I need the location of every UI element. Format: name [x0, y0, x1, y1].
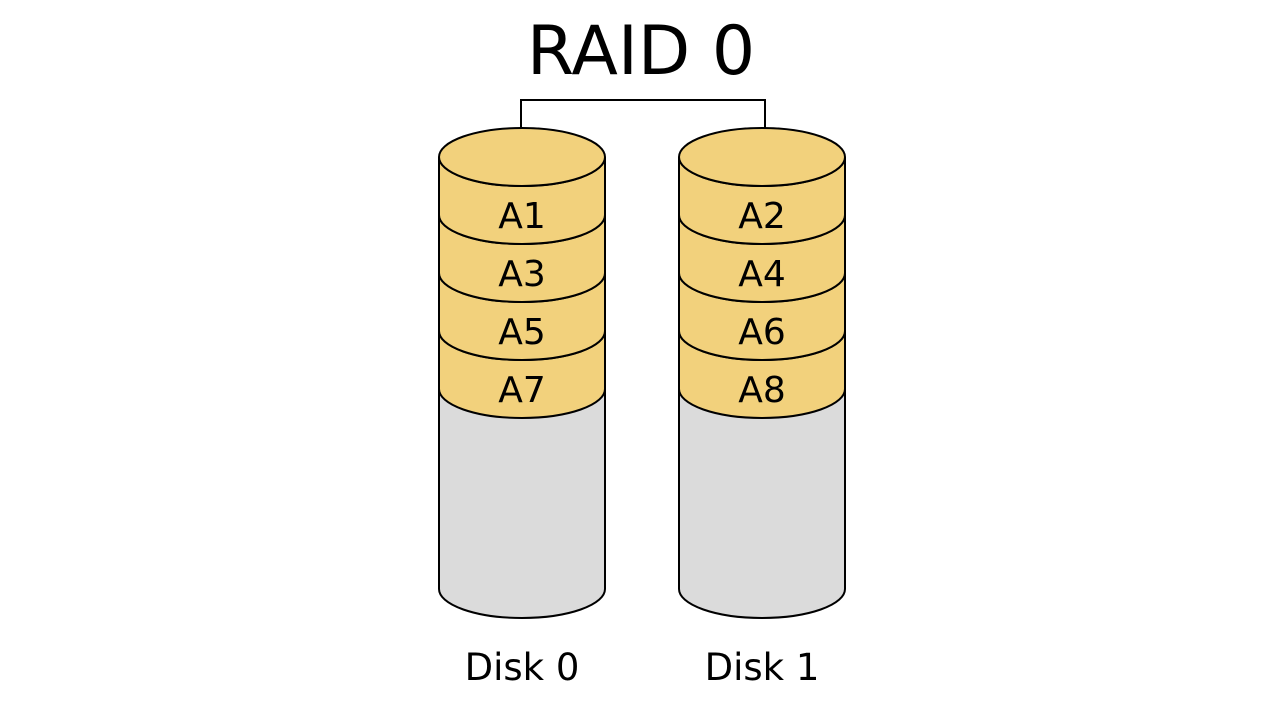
disk-label: Disk 0 — [465, 646, 580, 689]
disk-top — [438, 127, 606, 187]
disk-top — [678, 127, 846, 187]
block-label: A2 — [738, 196, 786, 237]
diagram-title: RAID 0 — [527, 12, 755, 91]
disk-label: Disk 1 — [705, 646, 820, 689]
block-label: A8 — [738, 370, 786, 411]
block-label: A7 — [498, 370, 546, 411]
block-label: A4 — [738, 254, 786, 295]
block-label: A3 — [498, 254, 546, 295]
block-label: A6 — [738, 312, 786, 353]
block-label: A1 — [498, 196, 546, 237]
empty-space — [678, 388, 846, 619]
block-label: A5 — [498, 312, 546, 353]
empty-space — [438, 388, 606, 619]
